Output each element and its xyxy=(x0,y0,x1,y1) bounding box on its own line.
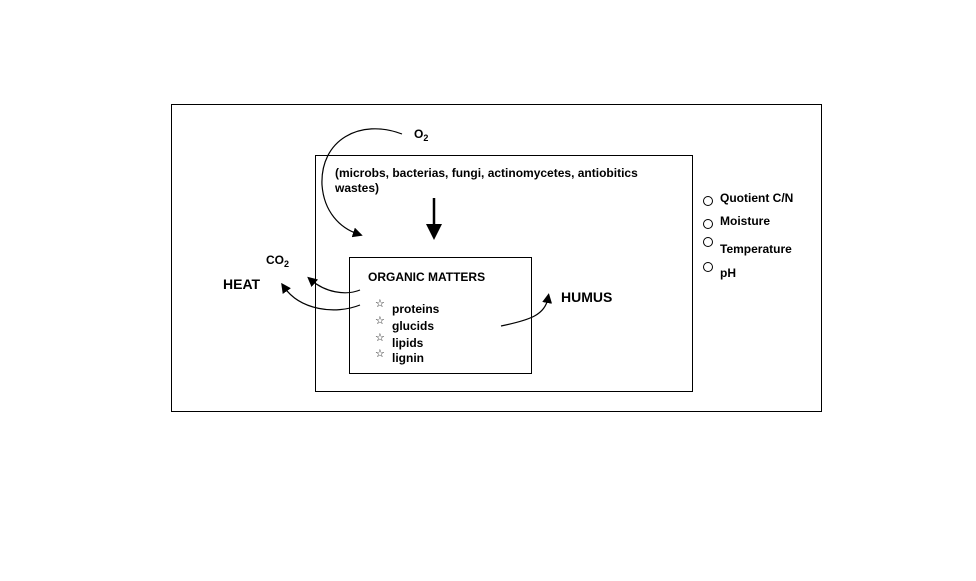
outer-frame xyxy=(171,104,822,412)
humus-label: HUMUS xyxy=(561,289,613,305)
organic-item: proteins xyxy=(392,302,440,316)
heat-label: HEAT xyxy=(223,276,261,292)
factor-item: Quotient C/N xyxy=(720,191,794,205)
co2-outflow-arrow xyxy=(307,276,361,294)
o2-label: O2 xyxy=(414,127,428,144)
circle-icon xyxy=(703,237,713,247)
circle-icon xyxy=(703,196,713,206)
star-icon: ☆ xyxy=(375,298,385,310)
organic-item: lipids xyxy=(392,336,424,350)
organic-matters-title: ORGANIC MATTERS xyxy=(368,270,486,284)
microbes-line-1: (microbs, bacterias, fungi, actinomycete… xyxy=(335,166,638,180)
heat-outflow-arrow xyxy=(281,282,361,311)
microbes-line-2: wastes) xyxy=(335,181,380,195)
star-icon: ☆ xyxy=(375,332,385,344)
o2-subscript: 2 xyxy=(423,133,429,143)
microbes-box xyxy=(315,155,693,392)
circle-icon xyxy=(703,219,713,229)
co2-subscript: 2 xyxy=(284,259,290,269)
factor-item: pH xyxy=(720,266,736,280)
factor-item: Moisture xyxy=(720,214,771,228)
organic-item: lignin xyxy=(392,351,424,365)
organic-matters-box xyxy=(349,257,532,374)
o2-text: O xyxy=(414,127,424,141)
down-arrow xyxy=(426,198,442,240)
star-icon: ☆ xyxy=(375,315,385,327)
co2-label: CO2 xyxy=(266,253,289,270)
organic-item: glucids xyxy=(392,319,435,333)
factor-item: Temperature xyxy=(720,242,792,256)
co2-text: CO xyxy=(266,253,284,267)
o2-inflow-arrow xyxy=(321,128,403,238)
star-icon: ☆ xyxy=(375,348,385,360)
circle-icon xyxy=(703,262,713,272)
humus-outflow-arrow xyxy=(500,293,553,327)
